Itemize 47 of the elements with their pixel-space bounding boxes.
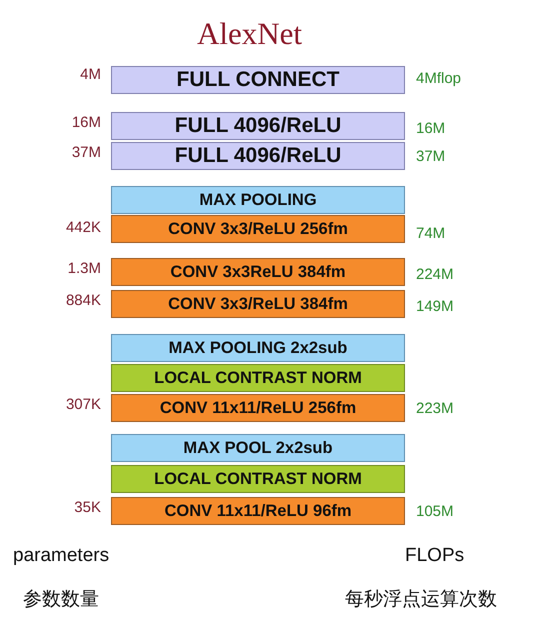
- layer-label: LOCAL CONTRAST NORM: [154, 368, 362, 388]
- flop-count: 223M: [416, 400, 454, 417]
- parameter-count: 4M: [80, 66, 101, 83]
- flop-count: 224M: [416, 266, 454, 283]
- flop-count: 37M: [416, 148, 446, 165]
- layer-label: MAX POOLING: [199, 190, 317, 210]
- layer-box: [111, 334, 405, 362]
- flop-count: 74M: [416, 225, 446, 242]
- layer-label: CONV 11x11/ReLU 256fm: [160, 398, 356, 418]
- parameter-count: 16M: [72, 114, 101, 131]
- column-heading: FLOPs: [405, 545, 464, 567]
- layer-box: [111, 142, 405, 170]
- layer-box: [111, 290, 405, 318]
- layer-box: [111, 394, 405, 422]
- layer-label: CONV 3x3/ReLU 256fm: [168, 220, 348, 238]
- layer-box: [111, 186, 405, 214]
- layer-label: CONV 3x3ReLU 384fm: [170, 262, 346, 282]
- flop-count: 105M: [416, 503, 454, 520]
- layer-label: FULL CONNECT: [176, 68, 340, 92]
- parameter-count: 884K: [66, 292, 101, 309]
- layer-box: [111, 465, 405, 493]
- flop-count: 4Mflop: [416, 70, 462, 87]
- layer-label: MAX POOLING 2x2sub: [168, 338, 348, 358]
- layer-box: [111, 364, 405, 392]
- flop-count: 149M: [416, 298, 454, 315]
- layer-box: [111, 258, 405, 286]
- layer-label: FULL 4096/ReLU: [174, 114, 342, 138]
- layer-box: [111, 112, 405, 140]
- parameter-count: 37M: [72, 144, 101, 161]
- parameter-count: 442K: [66, 219, 101, 236]
- layer-box: [111, 497, 405, 525]
- layer-box: [111, 66, 405, 94]
- column-heading: parameters: [13, 545, 110, 567]
- layer-box: [111, 215, 405, 243]
- layer-label: CONV 11x11/ReLU 96fm: [164, 502, 352, 520]
- parameter-count: 307K: [66, 396, 101, 413]
- layer-box: [111, 434, 405, 462]
- column-heading: 每秒浮点运算次数: [345, 588, 497, 612]
- column-heading: 参数数量: [23, 588, 99, 612]
- layer-label: FULL 4096/ReLU: [174, 144, 342, 168]
- layer-label: MAX POOL 2x2sub: [183, 438, 333, 458]
- flop-count: 16M: [416, 120, 446, 137]
- diagram-title: AlexNet: [196, 16, 302, 52]
- layer-label: CONV 3x3/ReLU 384fm: [168, 294, 348, 314]
- parameter-count: 35K: [74, 499, 101, 516]
- parameter-count: 1.3M: [68, 260, 101, 277]
- layer-label: LOCAL CONTRAST NORM: [154, 470, 362, 488]
